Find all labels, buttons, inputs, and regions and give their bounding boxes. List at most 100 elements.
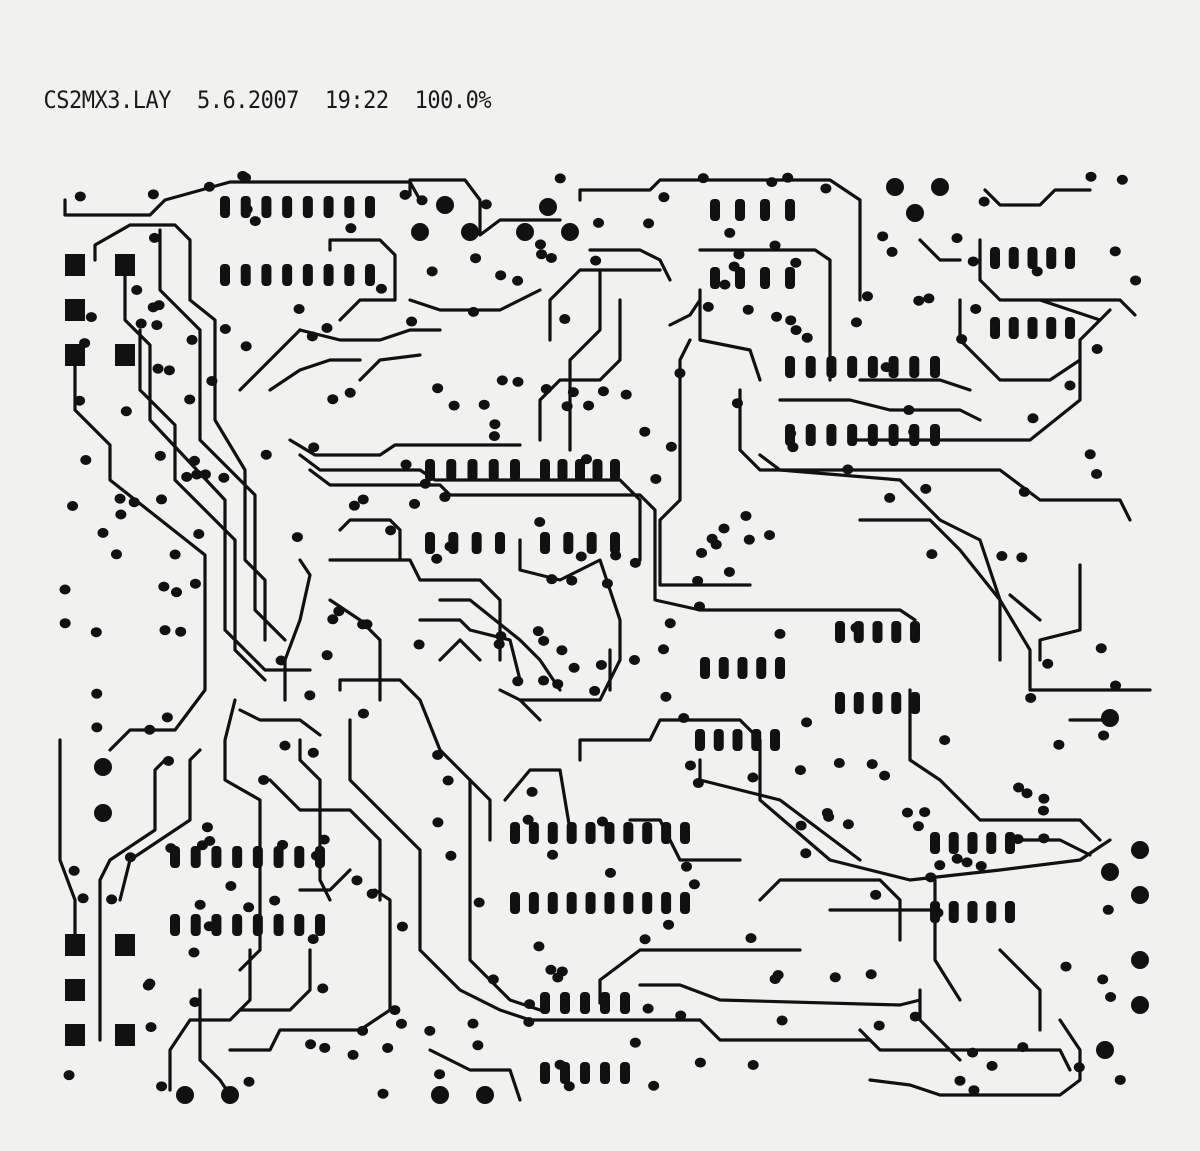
via-pad [444,541,456,552]
via-pad [154,450,166,461]
ic-pad [580,1062,590,1084]
via-pad [189,578,201,589]
via-pad [432,383,444,394]
via-pad [926,549,938,560]
via-pad [533,941,545,952]
via-pad [795,820,807,831]
via-pad [629,557,641,568]
copper-trace [328,558,502,662]
via-pad [249,216,261,227]
round-pad [1096,1041,1114,1059]
via-pad [1031,266,1043,277]
via-pad [400,459,412,470]
via-pad [642,1003,654,1014]
via-pad [59,584,71,595]
via-pad [80,455,92,466]
via-pad [629,1037,641,1048]
copper-trace [223,698,262,972]
via-pad [665,441,677,452]
via-pad [156,1081,168,1092]
copper-trace [158,228,287,642]
copper-trace [298,328,442,342]
via-pad [201,822,213,833]
via-pad [291,532,303,543]
via-pad [719,279,731,290]
via-pad [764,530,775,541]
via-pad [1098,730,1110,741]
copper-trace [578,718,1112,882]
ic-pad [910,621,920,643]
via-pad [91,722,103,733]
copper-trace [418,618,522,682]
ic-pad [751,729,762,751]
ic-pad [732,729,743,751]
via-pad [951,853,963,864]
ic-pad [853,692,864,714]
ic-pad [835,621,845,643]
via-pad [1038,793,1050,804]
round-pad [461,223,479,241]
via-pad [692,778,704,789]
via-pad [91,688,103,699]
ic-pad [211,846,222,868]
via-pad [478,399,490,410]
via-pad [702,301,714,312]
via-pad [240,172,252,183]
ic-pad [948,901,959,923]
ic-pad [425,532,435,554]
via-pad [547,849,559,860]
ic-pad [805,424,816,446]
via-pad [496,375,508,386]
via-pad [419,478,431,489]
ic-pad [1027,317,1038,339]
ic-pad [467,459,478,481]
ic-pad [344,264,355,286]
via-pad [706,533,718,544]
via-pad [186,334,198,345]
via-pad [724,227,736,238]
ic-pad [575,459,585,481]
ic-pad [425,459,435,481]
via-pad [925,872,937,883]
via-pad [357,494,369,505]
copper-trace [408,178,562,237]
via-pad [978,196,990,207]
via-pad [147,189,159,200]
ic-pad [261,264,272,286]
ic-pad [302,196,313,218]
via-pad [880,362,892,373]
ic-pad [211,914,222,936]
via-pad [821,807,833,818]
print-time: 19:22 [324,87,389,115]
via-pad [321,323,333,334]
via-pad [115,509,127,520]
via-pad [1013,782,1025,793]
ic-pad [585,892,596,914]
via-pad [310,850,322,861]
via-pad [648,1080,660,1091]
via-pad [171,587,182,598]
via-pad [678,713,690,724]
ic-pad [760,267,770,289]
via-pad [782,172,794,183]
via-pad [903,405,915,416]
copper-trace [538,298,622,442]
via-pad [327,394,339,405]
ic-pad [735,199,745,221]
via-pad [1073,1062,1085,1073]
copper-trace [338,678,492,842]
via-pad [1025,692,1037,703]
via-pad [697,173,709,184]
ic-pad [623,892,634,914]
via-pad [163,365,175,376]
via-pad [424,1025,436,1036]
ic-pad [661,822,672,844]
copper-trace [858,1028,1072,1072]
via-pad [159,625,171,636]
via-pad [493,639,505,650]
via-pad [524,999,536,1010]
copper-trace [518,538,622,702]
via-pad [77,893,89,904]
ic-pad [826,424,837,446]
via-pad [1038,833,1050,844]
